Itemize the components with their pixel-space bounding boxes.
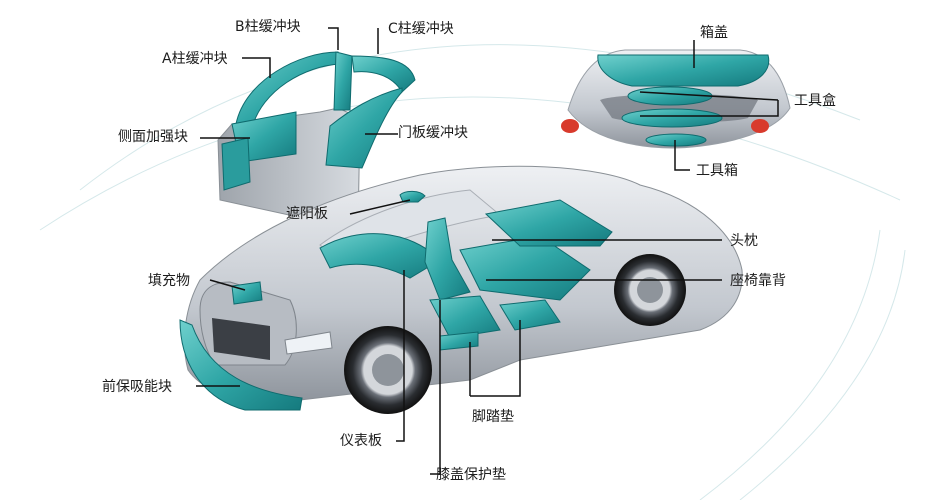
label-c-pillar: C柱缓冲块 (388, 21, 454, 37)
label-sun-visor: 遮阳板 (286, 206, 328, 222)
seat-left (424, 217, 471, 301)
foot-mat-front (429, 295, 501, 339)
label-b-pillar: B柱缓冲块 (235, 19, 301, 35)
label-tool-box: 工具箱 (696, 163, 738, 179)
car-body (179, 165, 743, 414)
front-bumper-part (179, 319, 303, 411)
tail-light-right (751, 119, 769, 133)
label-side-reinforce: 侧面加强块 (118, 129, 188, 145)
label-foot-mat: 脚踏垫 (472, 409, 514, 425)
front-grille (212, 318, 270, 360)
filler-part (231, 281, 263, 305)
sun-visor-part (399, 190, 426, 203)
label-dashboard: 仪表板 (340, 433, 382, 449)
label-tool-tray: 工具盒 (794, 93, 836, 109)
label-door-panel: 门板缓冲块 (398, 125, 468, 141)
trunk-inset (561, 49, 791, 149)
foot-mat-rear (499, 299, 561, 331)
label-trunk-lid: 箱盖 (700, 25, 728, 41)
tail-light-left (561, 119, 579, 133)
door-frame-assembly (217, 51, 416, 231)
leader-lines (196, 27, 779, 475)
label-a-pillar: A柱缓冲块 (162, 51, 228, 67)
label-front-bumper: 前保吸能块 (102, 379, 172, 395)
label-knee-pad: 膝盖保护垫 (436, 467, 506, 483)
label-seat-back: 座椅靠背 (730, 273, 786, 289)
headlight (284, 331, 333, 355)
label-filler: 填充物 (148, 273, 190, 289)
label-headrest: 头枕 (730, 233, 758, 249)
